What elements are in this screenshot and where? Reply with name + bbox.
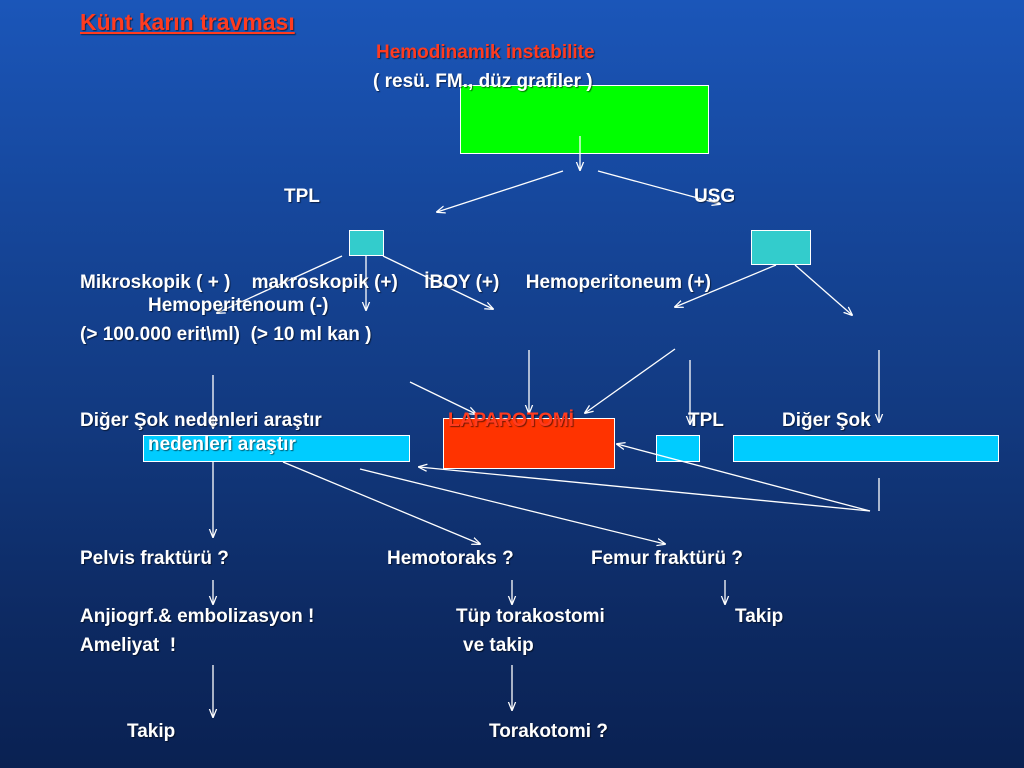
other-shock-left-label: Diğer Şok nedenleri araştır [80, 410, 322, 431]
usg-teal-box [751, 230, 811, 265]
arrow-macro-to-lap [409, 381, 476, 414]
arrow-tpl-to-iboy [382, 255, 493, 309]
arrow-back-to-lap [617, 444, 871, 512]
pelvis-label: Pelvis fraktürü ? [80, 548, 229, 569]
tube-cont-label: ve takip [463, 635, 534, 656]
arrow-left-to-femur [359, 468, 665, 544]
subtitle: Hemodinamik instabilite [376, 42, 595, 63]
slide-title: Künt karın travması [80, 9, 295, 35]
arrow-usg-left [675, 264, 777, 307]
arrow-hemo-to-lap [585, 348, 676, 413]
left-cyan-box [143, 435, 410, 462]
hemoperitoneum-negative: Hemoperitenoum (-) [148, 295, 329, 316]
arrow-to-usg [597, 170, 720, 204]
tpl-teal-box [349, 230, 384, 256]
thoracotomy-label: Torakotomi ? [489, 721, 608, 742]
surgery-label: Ameliyat ! [80, 635, 177, 656]
hemothorax-label: Hemotoraks ? [387, 548, 514, 569]
arrow-tpl-to-micro [217, 255, 343, 313]
followup-left-label: Takip [127, 721, 176, 742]
other-shock-right-label: Diğer Şok [782, 410, 871, 431]
followup-right-label: Takip [735, 606, 784, 627]
angio-label: Anjiogrf.& embolizasyon ! [80, 606, 315, 627]
right-cyan-box [733, 435, 999, 462]
femur-label: Femur fraktürü ? [591, 548, 744, 569]
tpl-cyan-box [656, 435, 700, 462]
laparotomy-label: LAPAROTOMİ [448, 410, 574, 431]
tpl-repeat-label: TPL [688, 410, 724, 431]
tube-label: Tüp torakostomi [456, 606, 605, 627]
arrow-back-to-left [419, 467, 871, 512]
workup-label: ( resü. FM., düz grafiler ) [373, 71, 593, 92]
laparotomy-box [443, 418, 615, 469]
findings-row: Mikroskopik ( + ) makroskopik (+) İBOY (… [80, 272, 712, 293]
green-box [460, 85, 709, 154]
usg-label: USG [694, 186, 736, 207]
arrow-to-tpl [437, 170, 564, 212]
arrow-usg-right [794, 264, 852, 315]
thresholds-label: (> 100.000 erit\ml) (> 10 ml kan ) [80, 324, 372, 345]
other-shock-left-cont: nedenleri araştır [148, 434, 296, 455]
arrow-left-to-hemothorax [282, 461, 480, 544]
tpl-label: TPL [284, 186, 320, 207]
